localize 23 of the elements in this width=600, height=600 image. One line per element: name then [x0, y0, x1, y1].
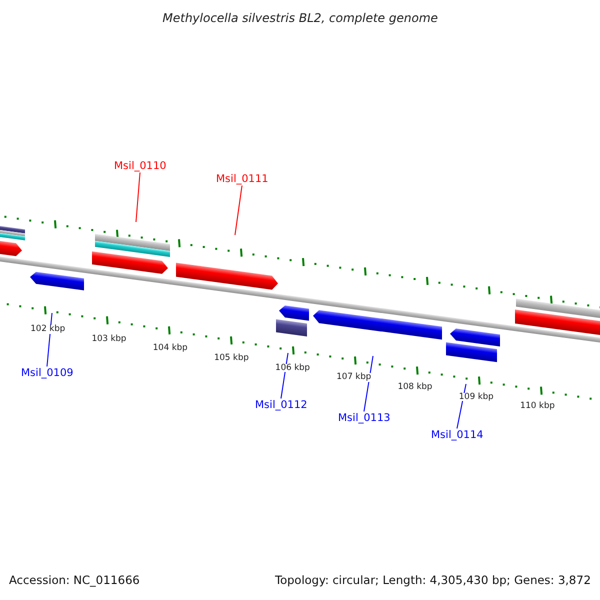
- genome-info-text: Topology: circular; Length: 4,305,430 bp; Genes: 3,872: [275, 575, 591, 586]
- tick-label: 108 kbp: [398, 383, 432, 392]
- leader-line: [136, 172, 140, 222]
- gene-label: Msil_0109: [21, 368, 74, 378]
- leader-line: [364, 356, 374, 412]
- tick-label: 105 kbp: [214, 354, 249, 363]
- tick-label: 109 kbp: [458, 392, 494, 402]
- tick-label: 107 kbp: [336, 373, 372, 382]
- leader-line: [456, 384, 466, 429]
- leader-line: [280, 352, 288, 399]
- leader-line: [234, 185, 242, 236]
- tick-label: 104 kbp: [152, 344, 188, 353]
- tick-label: 103 kbp: [92, 334, 126, 344]
- gene-label: Msil_0110: [114, 160, 166, 171]
- accession-text: Accession: NC_011666: [9, 575, 140, 586]
- gene-label: Msil_0114: [431, 430, 484, 440]
- gene-label: Msil_0112: [255, 400, 308, 410]
- tick-label: 110 kbp: [520, 402, 555, 411]
- gene-label: Msil_0113: [338, 412, 390, 423]
- tick-label: 106 kbp: [275, 364, 310, 372]
- tick-label: 102 kbp: [30, 325, 66, 334]
- gene-label: Msil_0111: [216, 174, 268, 184]
- map-title: Methylocella silvestris BL2, complete genome: [162, 12, 438, 24]
